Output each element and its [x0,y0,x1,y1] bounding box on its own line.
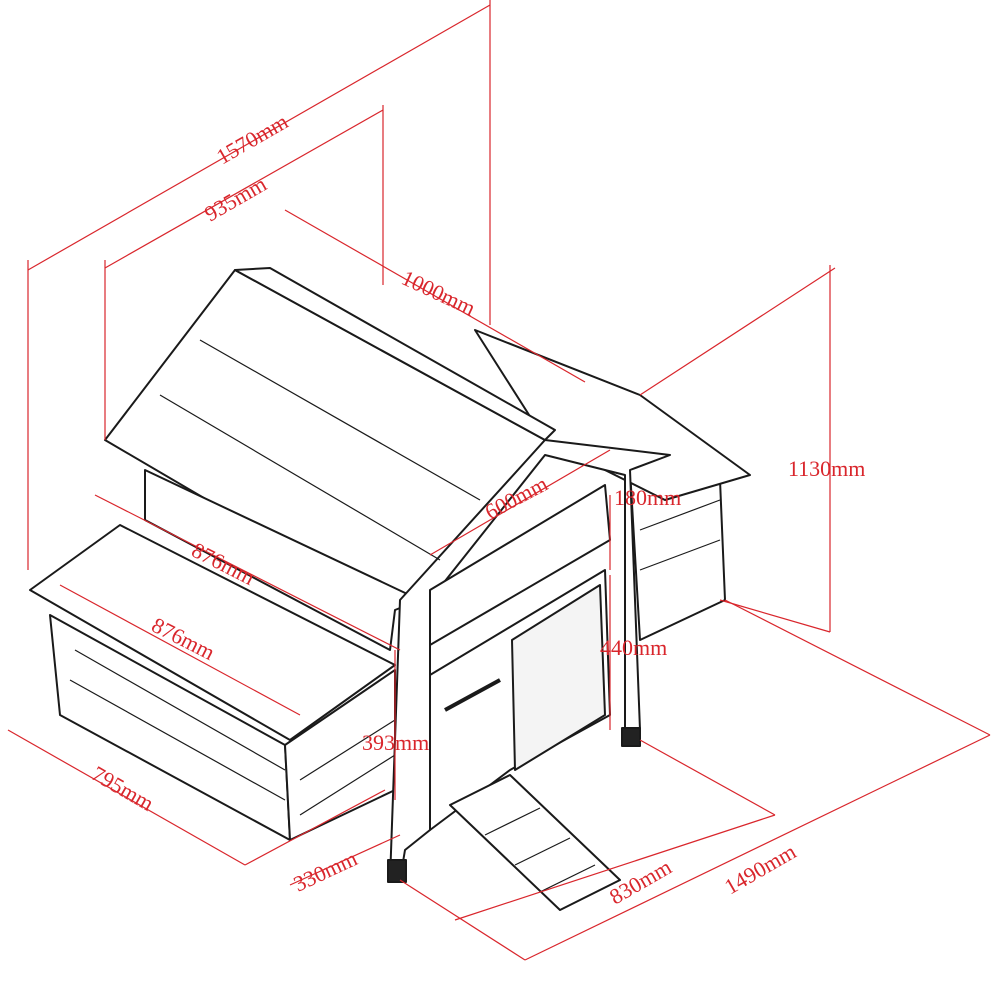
dim-label-1130: 1130mm [788,456,865,481]
dim-label-830: 830mm [605,854,676,909]
dim-label-180: 180mm [614,485,681,510]
dimension-lines [7,0,991,961]
dim-label-1490: 1490mm [720,839,800,900]
coop-outline [29,267,751,911]
dim-label-393: 393mm [362,730,429,755]
dim-label-440: 440mm [600,635,667,660]
dim-label-330: 330mm [290,845,362,896]
dim-label-1570: 1570mm [212,109,292,170]
dim-label-935: 935mm [200,171,271,226]
dim-label-795: 795mm [88,761,159,816]
dim-label-1000: 1000mm [398,265,479,321]
